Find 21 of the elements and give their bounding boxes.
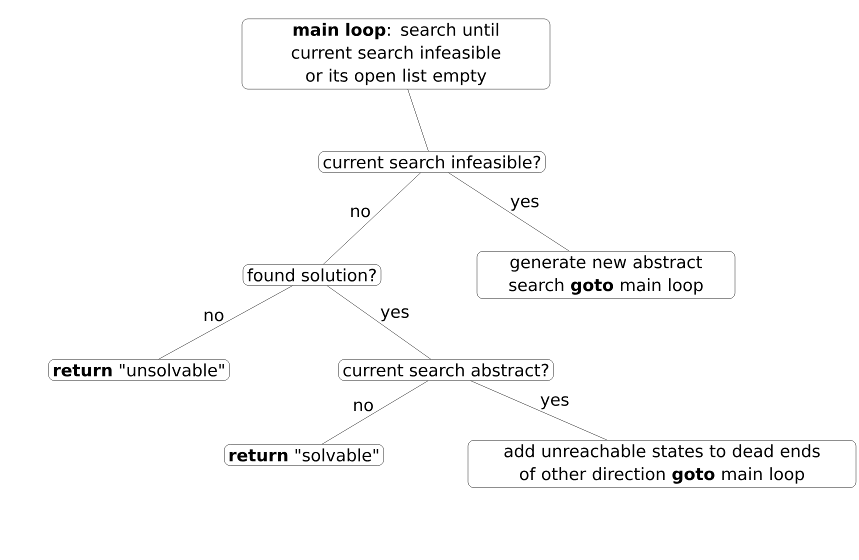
decision-box: current search infeasible?: [318, 151, 546, 173]
connector-line: [158, 286, 293, 360]
connector-line: [470, 380, 608, 440]
decision-box: found solution?: [242, 264, 382, 286]
decision-box: generate new abstract search goto main loop: [476, 251, 736, 299]
edge-label: yes: [539, 395, 570, 410]
decision-box: return "unsolvable": [48, 359, 230, 381]
connector-line: [448, 172, 570, 252]
edge-label: no: [202, 310, 226, 322]
edge-label: no: [348, 206, 372, 218]
connector-line: [322, 380, 428, 444]
decision-box: add unreachable states to dead ends of other direction goto main loop: [468, 440, 856, 488]
decision-box: current search abstract?: [338, 359, 554, 381]
edge-label: yes: [379, 307, 410, 322]
edge-label: no: [352, 400, 375, 412]
connector-line: [323, 172, 421, 264]
decision-box: return "solvable": [224, 444, 384, 466]
decision-box: main loop: search until current search infeasible or its open list empty: [242, 18, 550, 90]
edge-label: yes: [509, 196, 540, 212]
connector-line: [326, 286, 432, 360]
connector-line: [408, 89, 429, 152]
